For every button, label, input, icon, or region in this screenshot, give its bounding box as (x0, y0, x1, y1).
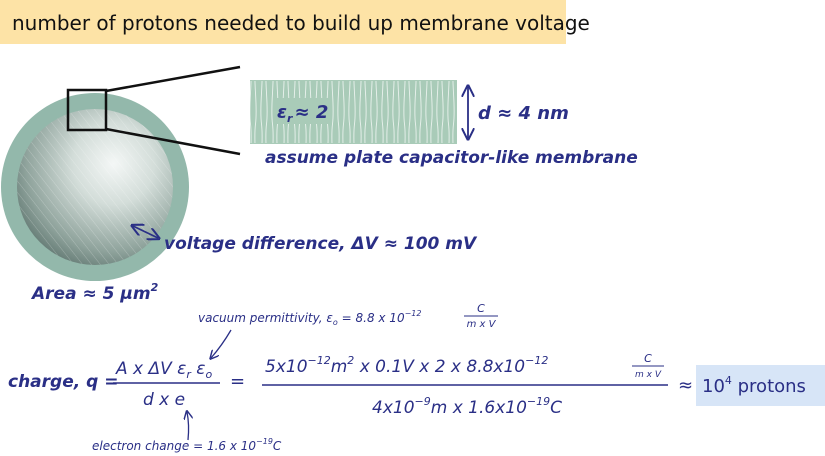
result-value: 104 protons (702, 374, 806, 397)
electron-charge-note: electron change = 1.6 x 10−19C (92, 437, 282, 453)
voltage-arrow (133, 226, 158, 238)
title: number of protons needed to build up mem… (12, 11, 590, 35)
vacuum-pointer-arrow (211, 329, 232, 358)
vacuum-permittivity-note: vacuum permittivity, εo = 8.8 x 10−12 (198, 309, 421, 327)
area-label: Area ≈ 5 µm2 (30, 281, 159, 304)
result-box (696, 365, 825, 406)
zoom-line-top (105, 65, 241, 93)
vacuum-unit-denominator: m x V (467, 319, 497, 330)
equals-sign: = (230, 371, 245, 392)
title-banner (0, 0, 566, 44)
voltage-label: voltage difference, ΔV ≈ 100 mV (164, 234, 478, 254)
approx-sign: ≈ (678, 375, 693, 396)
formula-numerator: A x ΔV εr εo (115, 359, 212, 381)
numeric-unit-numerator: C (644, 352, 652, 365)
electron-pointer-arrow (187, 412, 189, 441)
vacuum-unit-numerator: C (477, 302, 485, 315)
numeric-denominator: 4x10−9m x 1.6x10−19C (372, 395, 562, 418)
membrane-section (250, 80, 457, 144)
epsilon-label-bg (274, 98, 332, 124)
thickness-label: d ≈ 4 nm (478, 103, 569, 124)
zoom-box (66, 88, 108, 132)
cell (1, 93, 189, 281)
membrane-caption: assume plate capacitor-like membrane (265, 148, 638, 168)
formula-denominator: d x e (143, 390, 185, 410)
numeric-numerator: 5x10−12m2 x 0.1V x 2 x 8.8x10−12 (265, 354, 548, 377)
charge-lhs: charge, q = (8, 372, 118, 392)
permittivity-label: εr≈ 2 (277, 102, 328, 125)
zoom-line-bottom (105, 127, 241, 156)
numeric-unit-denominator: m x V (635, 370, 662, 380)
